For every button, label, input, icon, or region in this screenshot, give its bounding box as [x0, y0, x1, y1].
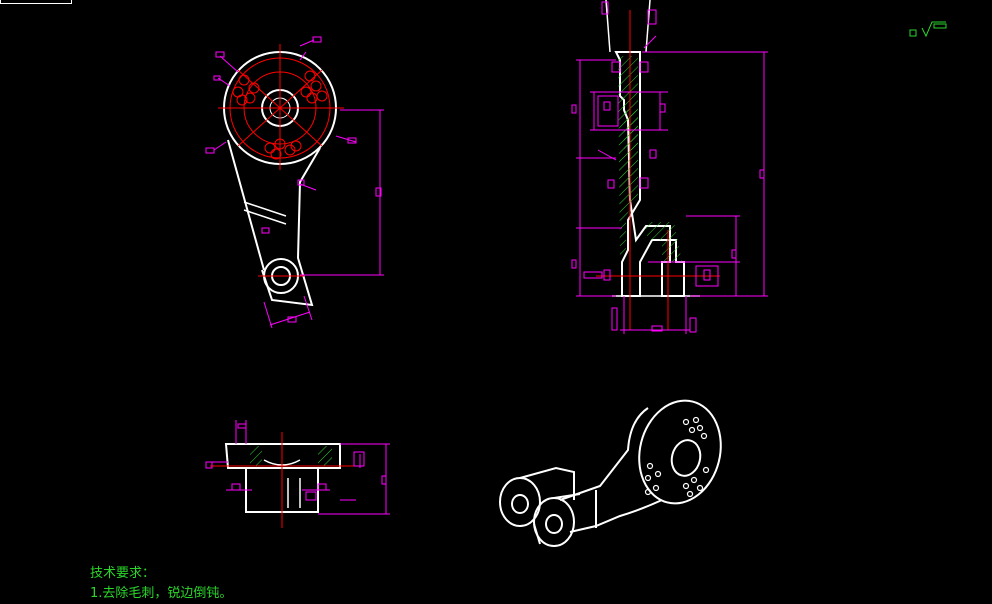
- tech-requirements-line-1: 1.去除毛刺，锐边倒钝。: [90, 586, 233, 601]
- iso-eye-2: [533, 497, 575, 547]
- bottom-dimensions: [205, 420, 390, 515]
- flange-outline: [224, 443, 341, 469]
- section-dimensions: [571, 1, 768, 334]
- surface-roughness-icon: [909, 21, 947, 38]
- section-centerlines: [596, 10, 720, 330]
- arm-outline: [227, 139, 321, 307]
- front-dimensions: [205, 36, 384, 329]
- isometric-view: [499, 399, 722, 547]
- front-view: [205, 36, 384, 329]
- front-centerlines: [218, 44, 344, 277]
- iso-hub: [638, 399, 722, 505]
- side-section-view: [571, 0, 768, 334]
- tech-requirements-title: 技术要求：: [90, 566, 156, 581]
- iso-bolt-holes: [644, 416, 710, 498]
- bolt-hole-pattern: [232, 70, 328, 160]
- bottom-view: [205, 420, 390, 528]
- bottom-centerlines: [210, 432, 356, 528]
- viewport-frame-edge: [0, 0, 72, 4]
- technical-requirements: 技术要求： 1.去除毛刺，锐边倒钝。: [90, 564, 232, 604]
